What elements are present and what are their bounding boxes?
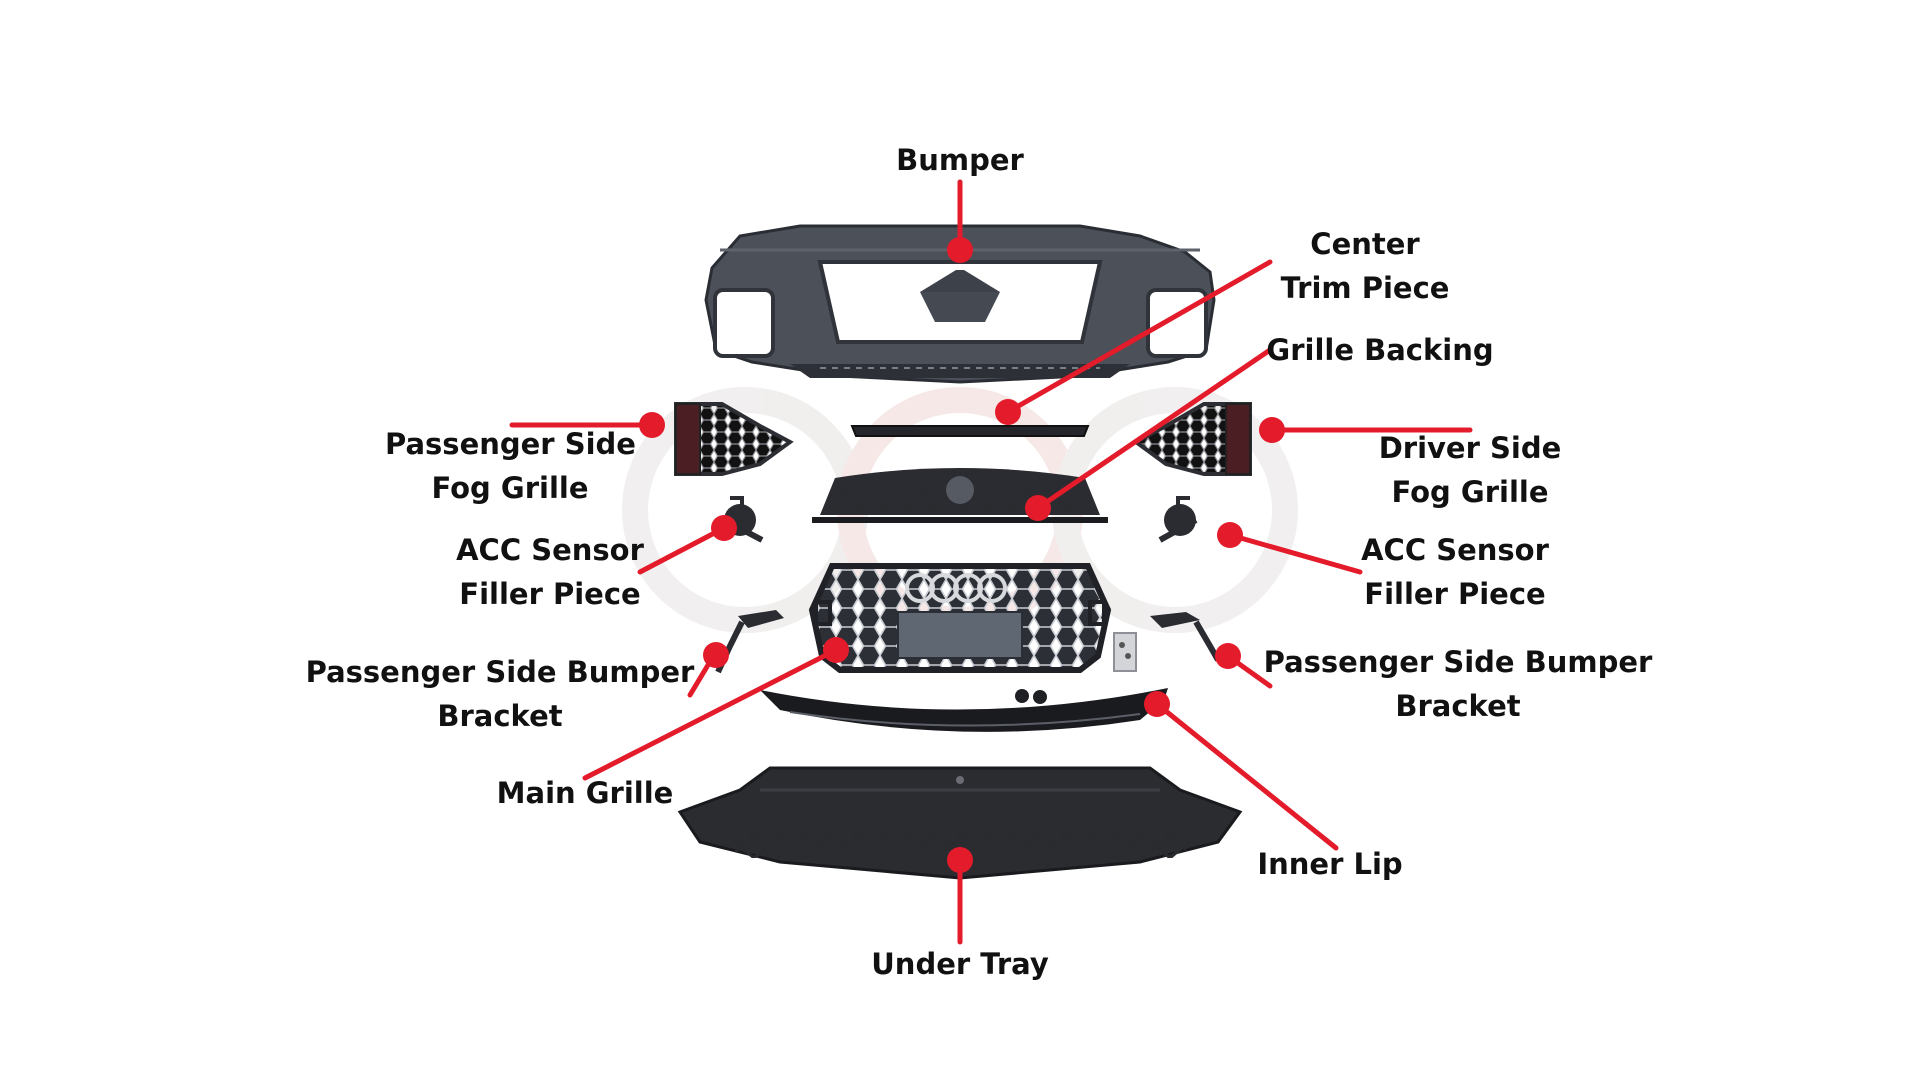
label-driver-fog: Driver Side Fog Grille: [1378, 431, 1562, 509]
inner-lip-part: [760, 688, 1168, 732]
clips-part: [1015, 689, 1047, 704]
label-under-tray: Under Tray: [871, 947, 1049, 981]
label-passenger-fog: Passenger Side Fog Grille: [385, 427, 636, 505]
callout-line-inner-lip: [1154, 701, 1339, 851]
label-center-trim: Center Trim Piece: [1280, 227, 1450, 305]
callout-dot-center-trim: [995, 399, 1021, 425]
label-bracket-right: Passenger Side Bumper Bracket: [1263, 645, 1653, 723]
under-tray-part: [677, 766, 1243, 880]
bumper-part: [704, 224, 1216, 384]
label-inner-lip: Inner Lip: [1257, 847, 1403, 881]
rings-logo: [905, 573, 1007, 603]
callout-dots: [639, 237, 1285, 873]
callout-line-center-trim: [1005, 259, 1273, 415]
callout-lines: [509, 179, 1473, 945]
callout-dot-main-grille: [823, 637, 849, 663]
grille-backing-part: [812, 468, 1108, 523]
acc-sensor-right-part: [1158, 496, 1198, 543]
callout-dot-acc-left: [711, 515, 737, 541]
label-bumper: Bumper: [896, 143, 1024, 177]
label-bracket-left: Passenger Side Bumper Bracket: [305, 655, 695, 733]
callout-line-main-grille: [582, 647, 839, 781]
driver-fog-grille-part: [1132, 402, 1252, 476]
label-main-grille: Main Grille: [496, 776, 674, 810]
callout-dot-bumper: [947, 237, 973, 263]
passenger-fog-grille-part: [674, 402, 794, 476]
callout-line-grille-backing: [1035, 347, 1273, 511]
label-acc-right: ACC Sensor Filler Piece: [1361, 533, 1549, 611]
callout-line-acc-left: [637, 525, 727, 575]
callout-dot-acc-right: [1217, 522, 1243, 548]
callout-dot-inner-lip: [1144, 691, 1170, 717]
main-grille-part: [808, 563, 1112, 673]
label-grille-backing: Grille Backing: [1266, 333, 1494, 367]
label-acc-left: ACC Sensor Filler Piece: [456, 533, 644, 611]
callout-dot-under-tray: [947, 847, 973, 873]
center-trim-part: [850, 425, 1090, 437]
callout-dot-bracket-right: [1215, 643, 1241, 669]
callout-line-acc-right: [1227, 532, 1363, 575]
callout-dot-driver-fog: [1259, 417, 1285, 443]
callout-dot-passenger-fog: [639, 412, 665, 438]
callout-dot-bracket-left: [703, 642, 729, 668]
hardware-bag-part: [1113, 632, 1137, 672]
callout-dot-grille-backing: [1025, 495, 1051, 521]
